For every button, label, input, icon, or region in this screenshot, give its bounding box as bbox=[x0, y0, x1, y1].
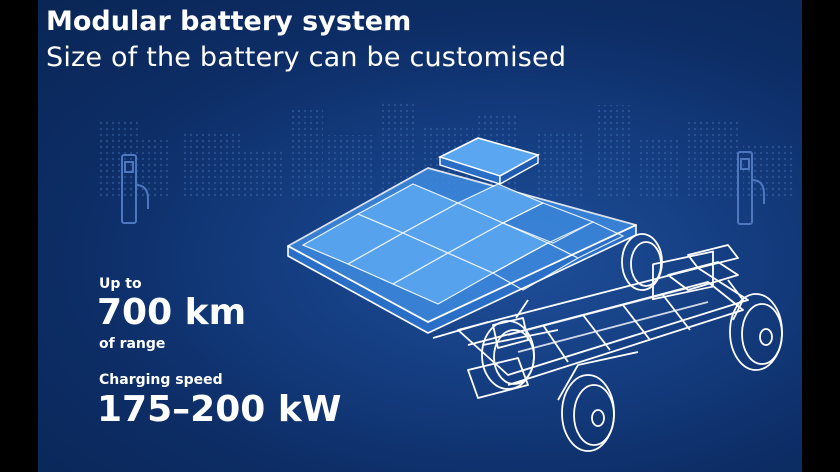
battery-illustration bbox=[98, 100, 793, 452]
chassis-icon bbox=[432, 233, 783, 452]
charging-station-icon-left bbox=[121, 154, 149, 224]
charging-speed-value: 175–200 kW bbox=[97, 389, 342, 430]
slide-canvas: Modular battery system Size of the batte… bbox=[38, 0, 802, 472]
page-title: Modular battery system bbox=[46, 6, 412, 37]
page-subtitle: Size of the battery can be customised bbox=[46, 42, 567, 73]
range-value: 700 km bbox=[97, 292, 247, 333]
range-suffix-label: of range bbox=[99, 336, 166, 352]
range-prefix-label: Up to bbox=[99, 276, 142, 292]
charging-speed-label: Charging speed bbox=[99, 372, 223, 388]
charging-station-icon-right bbox=[737, 151, 765, 225]
battery-pack-icon bbox=[287, 137, 637, 334]
